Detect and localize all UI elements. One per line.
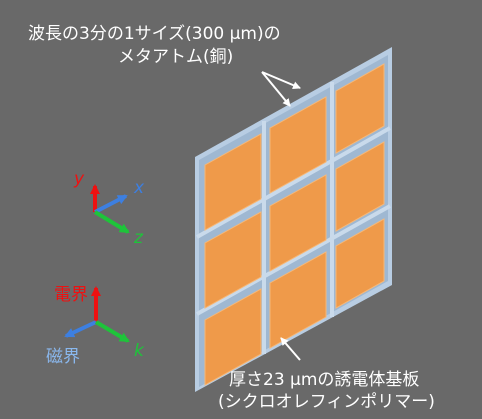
metaatom-tile <box>204 211 262 309</box>
z-axis-arrow <box>93 210 130 234</box>
metaatom-tile <box>335 63 385 154</box>
metaatom-pointer-arrow <box>261 71 301 89</box>
substrate-gridline <box>196 126 391 239</box>
metaatom-tile <box>335 141 385 232</box>
x-axis-arrow <box>94 194 128 214</box>
metaatom-caption-line1: 波長の3分の1サイズ(300 μm)の <box>28 24 281 44</box>
magnetic-field-arrow <box>64 320 97 338</box>
metaatom-array <box>204 63 385 386</box>
metaatom-tile <box>204 288 262 386</box>
electric-field-label: 電界 <box>54 285 88 305</box>
coordinate-axes: y x z <box>73 169 145 248</box>
k-vector-arrow <box>94 320 130 343</box>
field-axes: 電界 磁界 k <box>46 285 145 367</box>
k-vector-label: k <box>134 341 145 361</box>
metaatom-caption-line2: メタアトム(銅) <box>118 47 233 67</box>
magnetic-field-label: 磁界 <box>46 347 80 367</box>
metaatom-tile <box>335 218 385 309</box>
substrate-caption-line1: 厚さ23 μmの誘電体基板 <box>229 370 419 390</box>
x-axis-label: x <box>133 178 145 198</box>
metaatom-tile <box>269 96 327 194</box>
substrate-caption-line2: (シクロオレフィンポリマー) <box>218 392 435 412</box>
metaatom-tile <box>269 251 327 349</box>
substrate-pointer-arrow <box>280 337 301 361</box>
substrate-gridline <box>196 204 391 316</box>
z-axis-label: z <box>133 228 144 248</box>
metaatom-tile <box>204 133 262 231</box>
metaatom-pointer-arrow <box>261 71 291 107</box>
metaatom-tile <box>269 174 327 272</box>
y-axis-label: y <box>73 169 85 189</box>
